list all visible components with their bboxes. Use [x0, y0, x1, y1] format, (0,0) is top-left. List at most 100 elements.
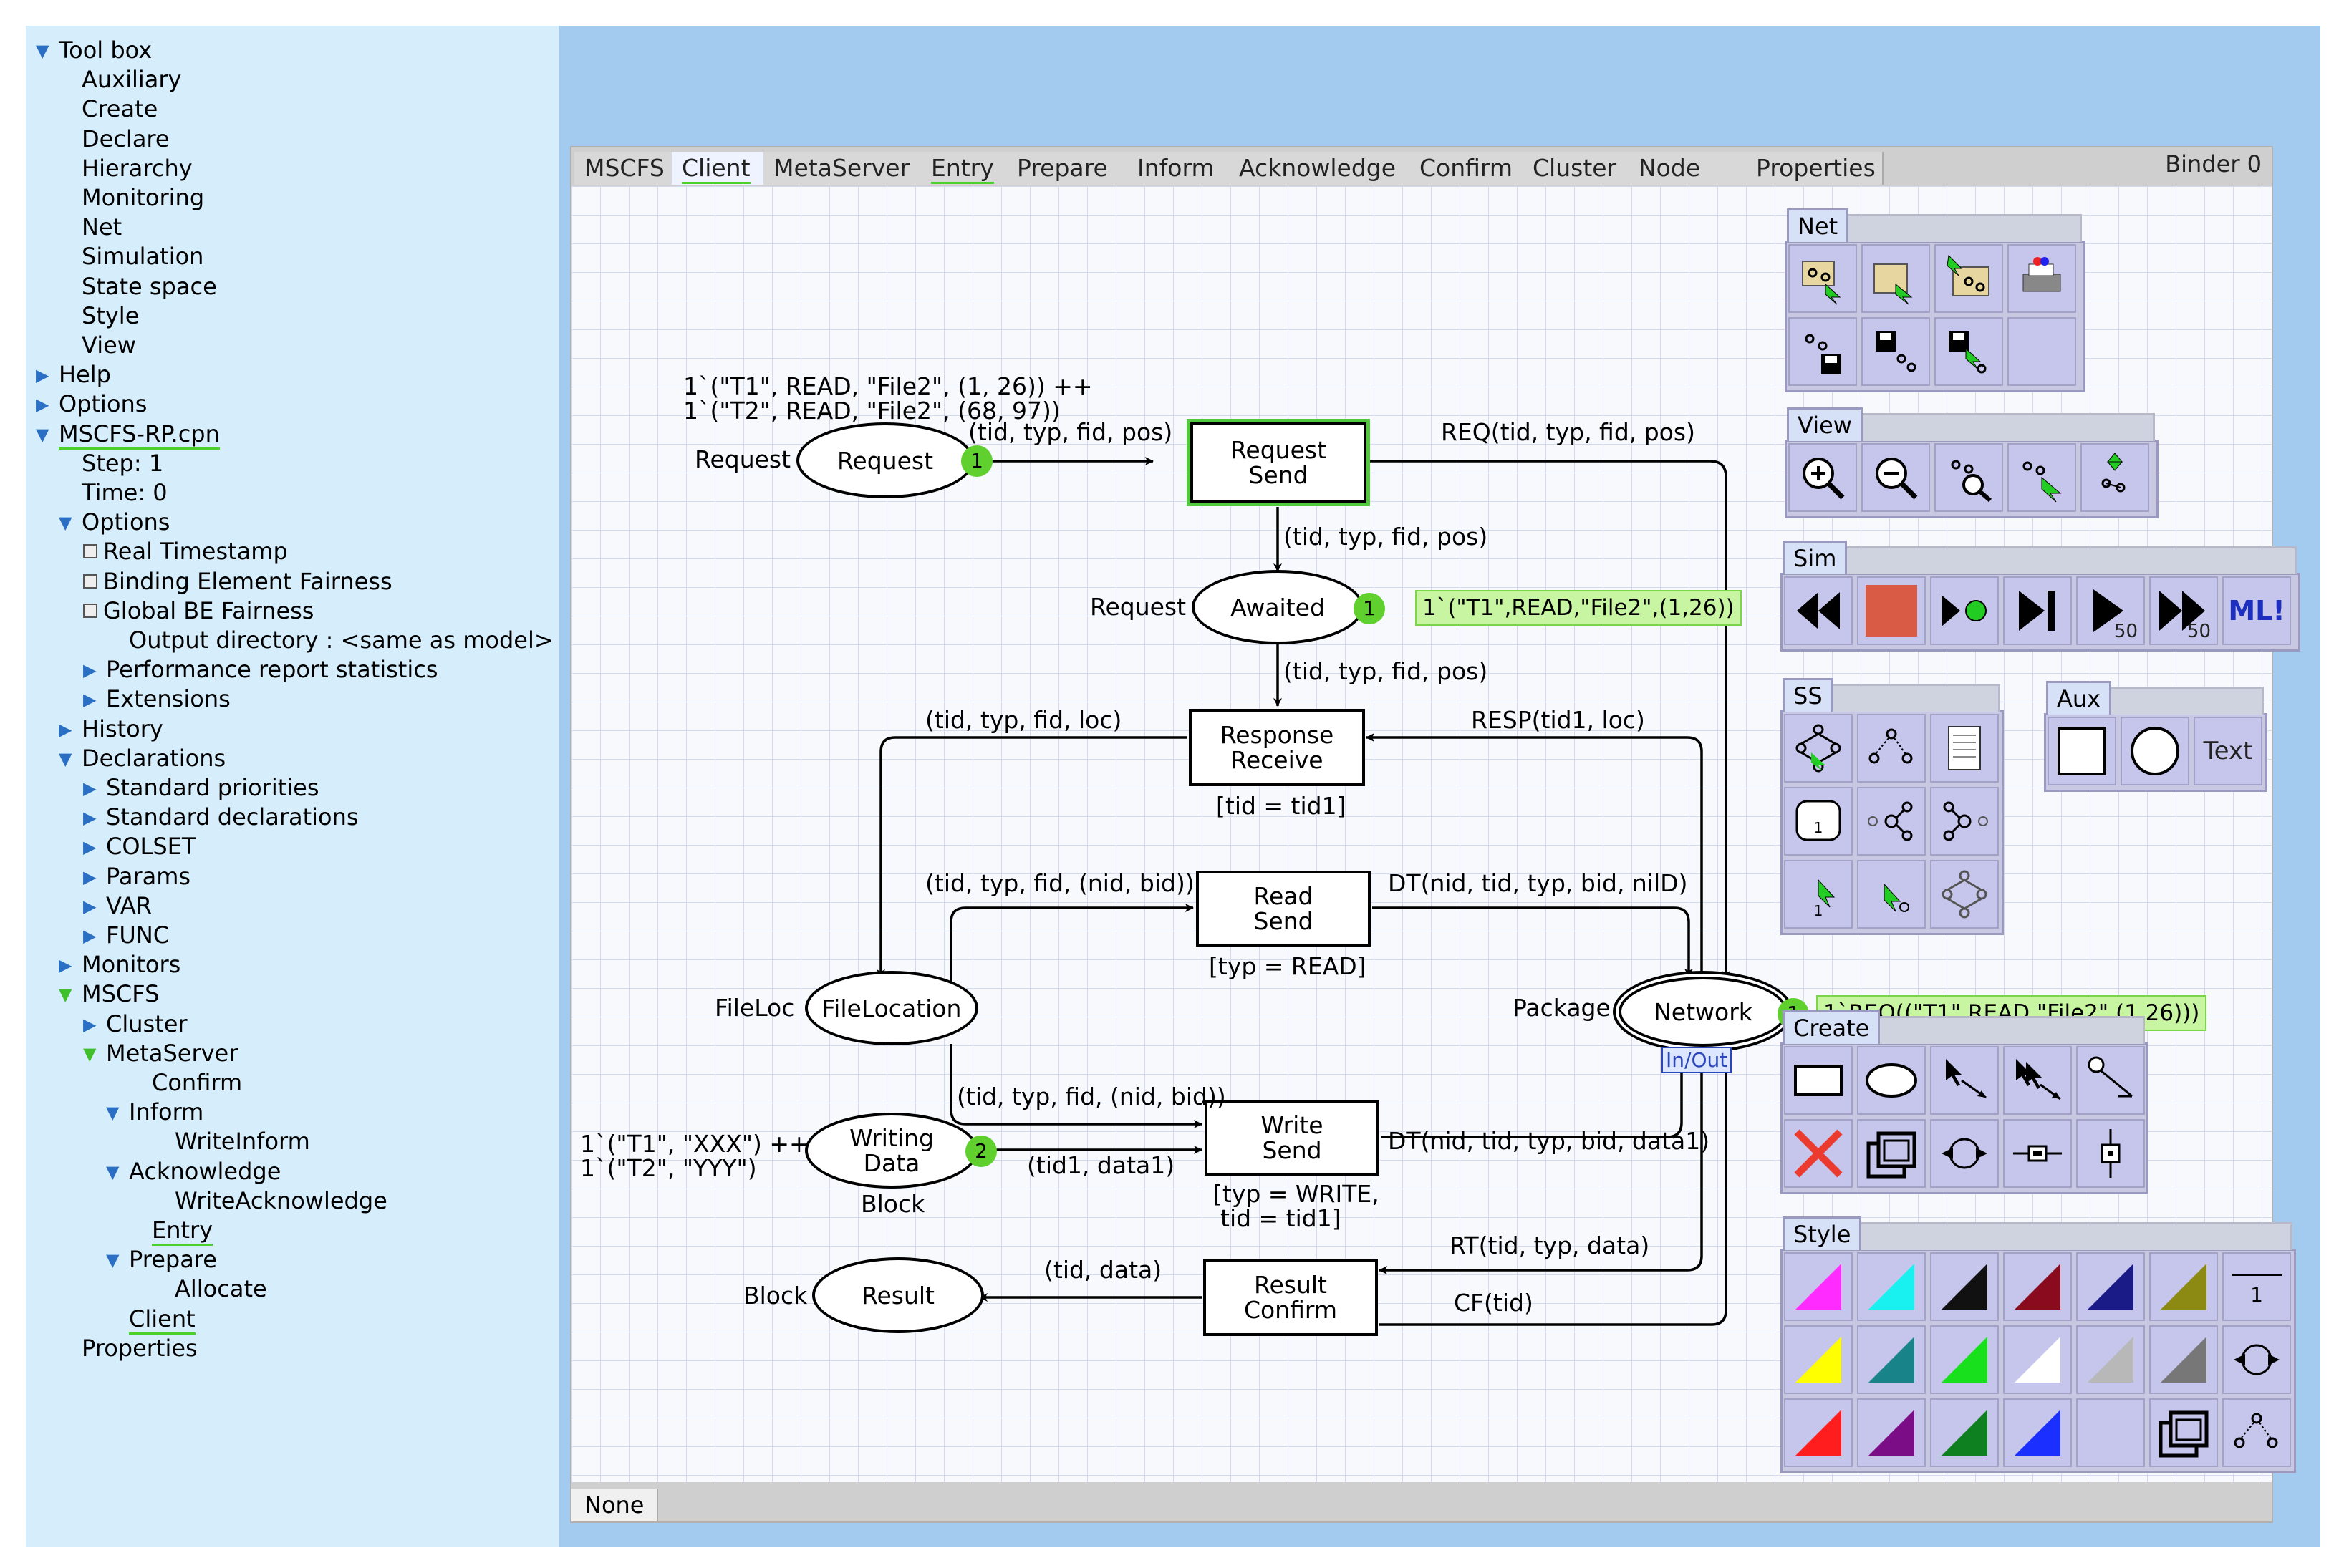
checkbox-icon[interactable]	[83, 544, 97, 559]
index-item[interactable]: ▼Inform	[106, 1098, 203, 1127]
save-net-button[interactable]	[1788, 317, 1857, 386]
index-item[interactable]: ▶Cluster	[83, 1010, 188, 1039]
expand-arrow-icon[interactable]: ▶	[83, 660, 97, 681]
arc-resultconfirm-to-network[interactable]	[1379, 1047, 1730, 1326]
index-item[interactable]: Net	[82, 213, 122, 242]
stop-button[interactable]	[1857, 576, 1926, 645]
arc-filelocation-to-readsend[interactable]	[950, 904, 1194, 1002]
create-place-button[interactable]	[1857, 1046, 1926, 1115]
expand-arrow-icon[interactable]: ▶	[83, 778, 97, 798]
print-button[interactable]	[2007, 244, 2076, 313]
place-writingdata-token-count[interactable]: 2	[965, 1136, 997, 1167]
rectangle-button[interactable]	[2048, 717, 2116, 785]
save-report-button[interactable]	[1930, 714, 1999, 783]
expand-arrow-icon[interactable]: ▶	[36, 365, 49, 386]
tab-confirm[interactable]: Confirm	[1409, 152, 1524, 185]
style-palette-titlebar[interactable]	[1783, 1222, 2292, 1250]
clone-button[interactable]	[2149, 1398, 2218, 1467]
new-page-button[interactable]	[1788, 244, 1857, 313]
collapse-arrow-icon[interactable]: ▼	[36, 424, 49, 445]
expand-arrow-icon[interactable]: ▶	[83, 896, 97, 916]
create-transition-button[interactable]	[1784, 1046, 1853, 1115]
color-swatch-button[interactable]	[1930, 1325, 1999, 1394]
arc-filelocation-to-writesend[interactable]	[950, 1044, 1202, 1128]
index-item[interactable]: ▶History	[59, 715, 163, 744]
expand-arrow-icon[interactable]: ▶	[83, 837, 97, 858]
index-item[interactable]: ▶Params	[83, 862, 190, 891]
index-item[interactable]: Entry	[152, 1216, 213, 1246]
index-item[interactable]: ▼Tool box	[36, 36, 152, 65]
index-item[interactable]: WriteInform	[175, 1127, 310, 1156]
play-single-button[interactable]	[1930, 576, 1999, 645]
tab-node-1[interactable]: Node (1)	[1629, 152, 1747, 215]
play-many-button[interactable]: 50	[2076, 576, 2145, 645]
index-item[interactable]: ▶VAR	[83, 891, 152, 921]
create-double-arc-button[interactable]	[2003, 1046, 2072, 1115]
color-swatch-button[interactable]	[1857, 1325, 1926, 1394]
index-item[interactable]: ▼MSCFS	[59, 979, 159, 1009]
index-item[interactable]: ▶Options	[36, 389, 147, 419]
index-item[interactable]: ▼MetaServer	[83, 1039, 238, 1068]
expand-arrow-icon[interactable]: ▶	[83, 808, 97, 828]
checkbox-icon[interactable]	[83, 574, 97, 589]
index-item[interactable]: Properties	[82, 1334, 198, 1363]
color-swatch-button[interactable]	[2076, 1325, 2145, 1394]
save-copy-button[interactable]	[1934, 317, 2003, 386]
index-item[interactable]: Auxiliary	[82, 65, 181, 95]
tab-acknowledge[interactable]: Acknowledge	[1229, 152, 1411, 185]
index-item[interactable]: Step: 1	[82, 449, 163, 478]
expand-arrow-icon[interactable]: ▶	[83, 926, 97, 946]
tab-metaserver[interactable]: MetaServer	[763, 152, 922, 185]
collapse-arrow-icon[interactable]: ▼	[83, 1043, 97, 1064]
color-swatch-button[interactable]	[2003, 1325, 2072, 1394]
color-swatch-button[interactable]	[2003, 1398, 2072, 1467]
index-item[interactable]: WriteAcknowledge	[175, 1186, 387, 1216]
arc-readsend-to-network[interactable]	[1372, 906, 1693, 977]
create-vertex-button[interactable]	[2076, 1046, 2145, 1115]
collapse-arrow-icon[interactable]: ▼	[59, 748, 72, 769]
color-swatch-button[interactable]	[1930, 1252, 1999, 1321]
place-awaited-current-marking[interactable]: 1`("T1",READ,"File2",(1,26))	[1415, 590, 1742, 626]
index-item[interactable]: Client	[129, 1305, 196, 1335]
index-item[interactable]: View	[82, 331, 136, 360]
tab-inform[interactable]: Inform	[1127, 152, 1230, 185]
sim-palette-titlebar[interactable]	[1783, 546, 2297, 574]
index-item[interactable]: Real Timestamp	[83, 537, 288, 566]
collapse-arrow-icon[interactable]: ▼	[59, 513, 72, 533]
collapse-arrow-icon[interactable]: ▼	[106, 1161, 120, 1182]
index-item[interactable]: ▼Options	[59, 508, 170, 537]
tab-cluster[interactable]: Cluster	[1523, 152, 1630, 185]
place-network[interactable]: Network	[1619, 977, 1788, 1047]
index-item[interactable]: ▶Extensions	[83, 684, 231, 714]
arc-requestsend-to-network[interactable]	[1368, 460, 1730, 979]
evaluate-query-button[interactable]	[1930, 860, 1999, 929]
index-item[interactable]: Time: 0	[82, 478, 168, 508]
reverse-arc-button[interactable]	[2222, 1325, 2291, 1394]
save-as-button[interactable]	[1861, 317, 1930, 386]
line-width-button[interactable]: 1	[2222, 1252, 2291, 1321]
index-item[interactable]: ▼MSCFS-RP.cpn	[36, 420, 220, 450]
expand-arrow-icon[interactable]: ▶	[59, 719, 72, 740]
step-forward-button[interactable]	[2003, 576, 2072, 645]
index-item[interactable]: Simulation	[82, 242, 203, 271]
ml-evaluate-button[interactable]: ML!	[2222, 576, 2291, 645]
arc-network-to-responsereceive[interactable]	[1366, 733, 1703, 979]
collapse-arrow-icon[interactable]: ▼	[106, 1103, 120, 1123]
checkbox-icon[interactable]	[83, 603, 97, 618]
index-item[interactable]: Output directory : <same as model>	[129, 626, 554, 655]
zoom-in-button[interactable]	[1788, 443, 1857, 512]
index-item[interactable]: ▶Performance report statistics	[83, 655, 438, 684]
node-label-button[interactable]: 1	[1784, 787, 1853, 856]
color-swatch-button[interactable]	[2149, 1252, 2218, 1321]
index-item[interactable]: ▶Standard priorities	[83, 773, 319, 803]
place-request[interactable]: Request	[796, 422, 974, 498]
place-awaited[interactable]: Awaited	[1192, 570, 1364, 644]
index-item[interactable]: Binding Element Fairness	[83, 567, 392, 596]
index-item[interactable]: ▶COLSET	[83, 832, 196, 861]
rewind-button[interactable]	[1784, 576, 1853, 645]
expand-arrow-icon[interactable]: ▶	[83, 1014, 97, 1035]
